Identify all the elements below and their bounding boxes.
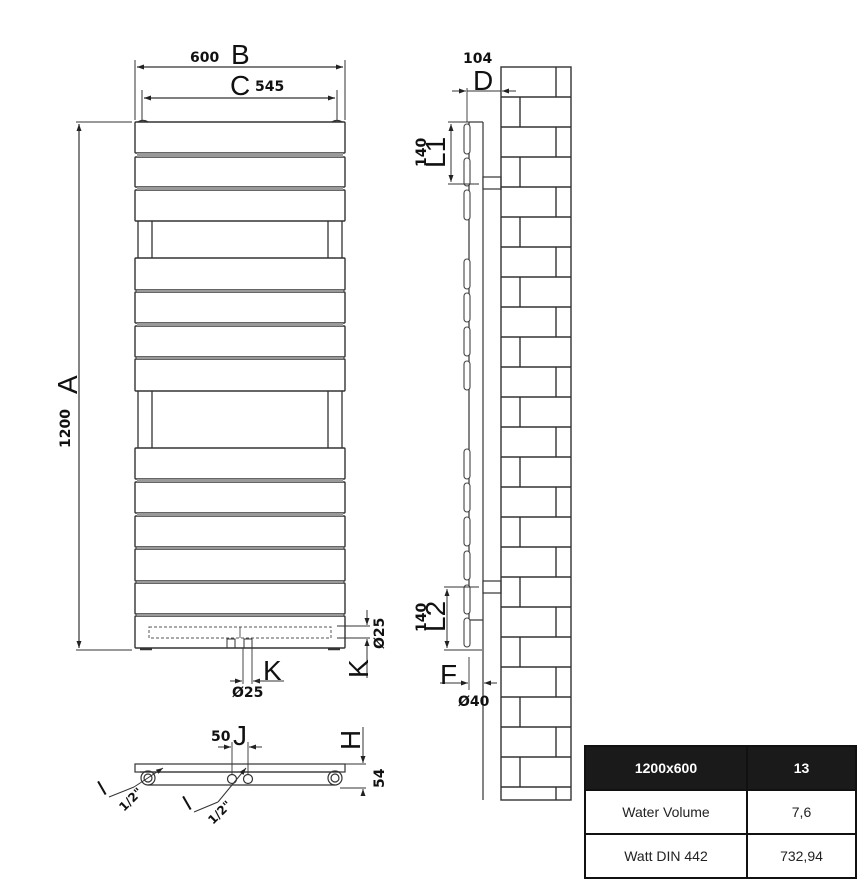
thread-left-letter: I bbox=[93, 776, 111, 801]
l1-letter: L1 bbox=[420, 137, 451, 168]
row-value: 732,94 bbox=[746, 833, 857, 879]
thread-center-letter: I bbox=[178, 791, 196, 816]
table-row: Watt DIN 442 732,94 bbox=[584, 833, 857, 879]
radiator-bars bbox=[134, 121, 346, 649]
bottom-pipe-diameter: Ø25 bbox=[372, 618, 388, 649]
l2-letter: L2 bbox=[420, 601, 451, 632]
k-bottom-letter: K bbox=[263, 655, 282, 686]
h-letter: H bbox=[335, 730, 366, 750]
width-b-letter: B bbox=[231, 39, 250, 70]
row-label: Watt DIN 442 bbox=[584, 833, 748, 879]
spec-table: 1200x600 13 Water Volume 7,6 Watt DIN 44… bbox=[584, 745, 857, 879]
thread-center-value: 1/2" bbox=[205, 798, 234, 827]
l2-value: 140 bbox=[414, 603, 430, 632]
h-value: 54 bbox=[372, 768, 388, 788]
model-size: 1200x600 bbox=[584, 745, 748, 791]
row-value: 7,6 bbox=[746, 789, 857, 835]
height-a-letter: A bbox=[52, 375, 83, 394]
centers-c-value: 545 bbox=[255, 79, 284, 95]
section-count: 13 bbox=[746, 745, 857, 791]
collector-diameter: Ø40 bbox=[458, 694, 490, 710]
j-letter: J bbox=[233, 720, 247, 751]
height-a-value: 1200 bbox=[58, 409, 74, 448]
front-view bbox=[76, 60, 370, 684]
connection-diameter: Ø25 bbox=[232, 685, 263, 701]
table-row: Water Volume 7,6 bbox=[584, 789, 857, 835]
thread-left-value: 1/2" bbox=[116, 785, 145, 814]
f-letter: F bbox=[440, 659, 457, 690]
bottom-view bbox=[108, 727, 366, 813]
row-label: Water Volume bbox=[584, 789, 748, 835]
centers-c-letter: C bbox=[230, 70, 250, 101]
l1-value: 140 bbox=[414, 138, 430, 167]
depth-d-value: 104 bbox=[463, 51, 492, 67]
k-right-letter: K bbox=[343, 659, 374, 678]
width-b-value: 600 bbox=[190, 50, 219, 66]
depth-d-letter: D bbox=[473, 65, 493, 96]
spec-table-header: 1200x600 13 bbox=[584, 745, 857, 791]
wall-bricks bbox=[500, 66, 572, 801]
j-value: 50 bbox=[211, 729, 231, 745]
